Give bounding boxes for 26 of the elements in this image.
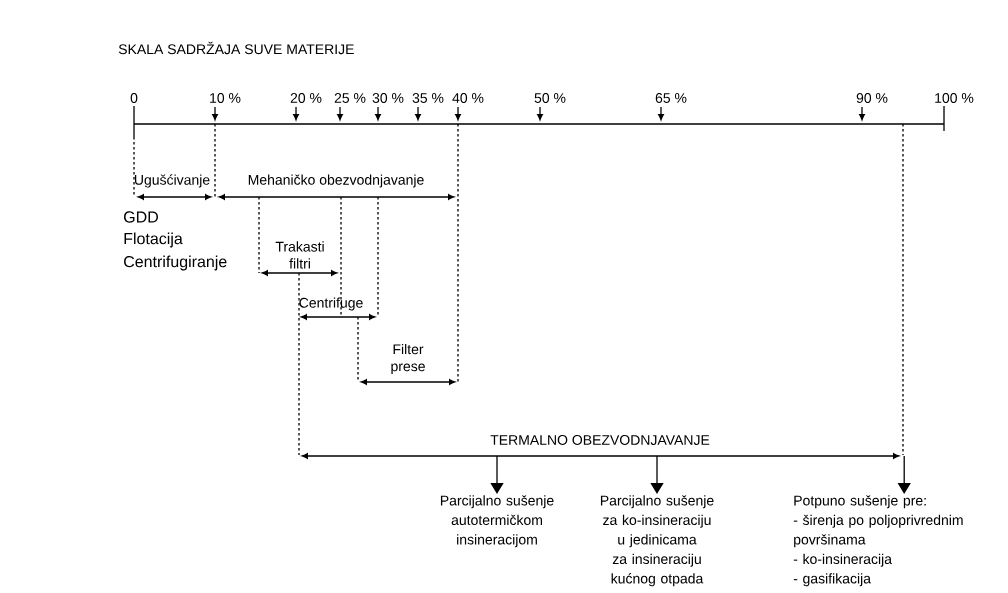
range-label: Ugušćivanje xyxy=(134,174,210,188)
tick-label: 40 % xyxy=(452,93,484,103)
tick-label: 65 % xyxy=(655,93,687,103)
result-text: Parcijalno sušenje autotermičkom insineracijom xyxy=(440,495,554,548)
range-label: Centrifuge xyxy=(299,297,363,311)
tick-label: 50 % xyxy=(534,93,566,103)
range-label: Mehaničko obezvodnjavanje xyxy=(248,174,424,188)
tick-label: 25 % xyxy=(334,93,366,103)
tick-label: 20 % xyxy=(290,93,322,103)
tick-label: 90 % xyxy=(856,93,888,103)
tick-label: 10 % xyxy=(210,93,241,103)
method-label: Centrifugiranje xyxy=(124,255,227,271)
range-label: TERMALNO OBEZVODNJAVANJE xyxy=(490,435,710,445)
result-text: Potpuno sušenje pre: - širenja po poljoprivrednim površinama - ko-insineracija - gasifikacija xyxy=(793,495,963,587)
arrow xyxy=(490,455,504,494)
result-text: Parcijalno sušenje za ko-insineraciju u jedinicama za insineraciju kućnog otpada xyxy=(600,495,714,587)
tick-label: 0 xyxy=(130,93,138,103)
title: SKALA SADRŽAJA SUVE MATERIJE xyxy=(118,41,354,55)
range-label: Filter prese xyxy=(391,343,425,374)
tick-label: 30 % xyxy=(372,93,404,103)
arrow xyxy=(650,455,664,494)
method-label: GDD xyxy=(124,211,158,223)
tick-label: 100 % xyxy=(935,93,974,103)
range-label: Trakasti filtri xyxy=(275,241,324,269)
method-label: Flotacija xyxy=(124,232,183,248)
tick-label: 35 % xyxy=(412,93,444,103)
